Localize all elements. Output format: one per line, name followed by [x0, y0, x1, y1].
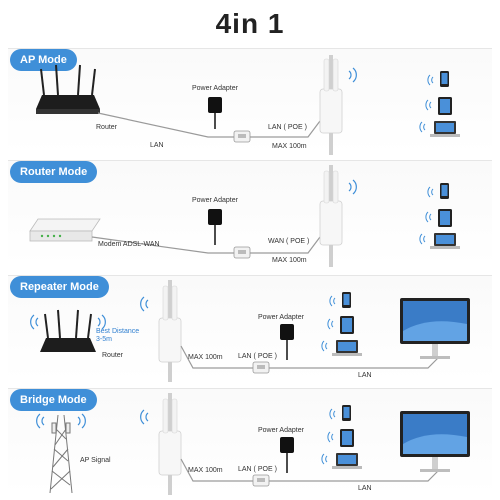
ap-mode-diagram: [36, 55, 460, 155]
wifi-icon: [419, 186, 434, 245]
device-label: AP Signal: [80, 457, 111, 464]
panel-router-mode: Router Mode: [8, 160, 492, 267]
poe-injector-icon: [252, 361, 270, 374]
poe-cable: [250, 236, 321, 254]
phone-icon: [342, 292, 351, 308]
laptop-icon: [332, 453, 362, 469]
mode-badge: Repeater Mode: [10, 276, 109, 298]
lan-cable: [269, 470, 439, 482]
link-label: LAN: [358, 485, 372, 492]
mode-badge: AP Mode: [10, 49, 77, 71]
tablet-icon: [438, 209, 452, 227]
wan-cable: [91, 236, 234, 254]
modem-icon: [29, 218, 101, 242]
power-adapter-icon: [280, 437, 294, 473]
lan-cable: [269, 357, 439, 369]
wifi-icon: [30, 296, 149, 330]
power-adapter-label: Power Adapter: [258, 314, 304, 321]
power-adapter-label: Power Adapter: [258, 427, 304, 434]
antenna-ap-icon: [158, 285, 182, 363]
poe-label: LAN ( POE ): [268, 124, 307, 131]
max-distance-label: MAX 100m: [272, 143, 307, 150]
wifi-icon: [419, 74, 434, 133]
tablet-icon: [340, 429, 354, 447]
desktop-monitor-icon: [400, 411, 470, 472]
poe-cable: [250, 120, 321, 138]
poe-cable: [180, 458, 253, 482]
laptop-icon: [332, 340, 362, 356]
mode-badge: Router Mode: [10, 161, 98, 183]
distance-label: Best Distance 3-5m: [96, 328, 140, 343]
wifi-icon: [321, 408, 336, 465]
wifi-icon: [348, 67, 357, 83]
bridge-mode-diagram: [36, 393, 470, 495]
signal-tower-icon: [49, 414, 73, 494]
link-label: LAN: [358, 372, 372, 379]
panel-bridge-mode: Bridge Mode: [8, 388, 492, 495]
tablet-icon: [438, 97, 452, 115]
poe-label: LAN ( POE ): [238, 353, 277, 360]
poe-label: LAN ( POE ): [238, 466, 277, 473]
repeater-mode-diagram: [30, 280, 470, 382]
antenna-ap-icon: [319, 58, 343, 134]
router-icon: [36, 64, 100, 114]
poe-injector-icon: [233, 246, 251, 259]
wifi-icon: [348, 179, 357, 195]
lan-cable: [97, 112, 234, 138]
router-mode-diagram: [29, 165, 460, 267]
mode-badge: Bridge Mode: [10, 389, 97, 411]
phone-icon: [440, 71, 449, 87]
device-label: Modem ADSL-WAN: [98, 241, 160, 248]
antenna-ap-icon: [319, 170, 343, 246]
power-adapter-icon: [208, 97, 222, 129]
poe-cable: [180, 345, 253, 369]
power-adapter-icon: [280, 324, 294, 360]
poe-injector-icon: [233, 130, 251, 143]
desktop-monitor-icon: [400, 298, 470, 359]
phone-icon: [440, 183, 449, 199]
poe-injector-icon: [252, 474, 270, 487]
wifi-icon: [321, 295, 336, 352]
max-distance-label: MAX 100m: [272, 257, 307, 264]
laptop-icon: [430, 233, 460, 249]
phone-icon: [342, 405, 351, 421]
link-label: LAN: [150, 142, 164, 149]
laptop-icon: [430, 121, 460, 137]
max-distance-label: MAX 100m: [188, 467, 223, 474]
panel-repeater-mode: Repeater Mode: [8, 275, 492, 382]
device-label: Router: [96, 124, 118, 131]
page-title: 4in 1: [215, 8, 285, 39]
router-icon: [40, 309, 96, 352]
poe-label: WAN ( POE ): [268, 238, 310, 245]
power-adapter-label: Power Adapter: [192, 197, 238, 204]
wifi-icon: [36, 409, 149, 429]
max-distance-label: MAX 100m: [188, 354, 223, 361]
device-label: Router: [102, 352, 124, 359]
antenna-ap-icon: [158, 398, 182, 476]
power-adapter-icon: [208, 209, 222, 245]
power-adapter-label: Power Adapter: [192, 85, 238, 92]
panel-ap-mode: AP Mode: [8, 48, 492, 155]
tablet-icon: [340, 316, 354, 334]
